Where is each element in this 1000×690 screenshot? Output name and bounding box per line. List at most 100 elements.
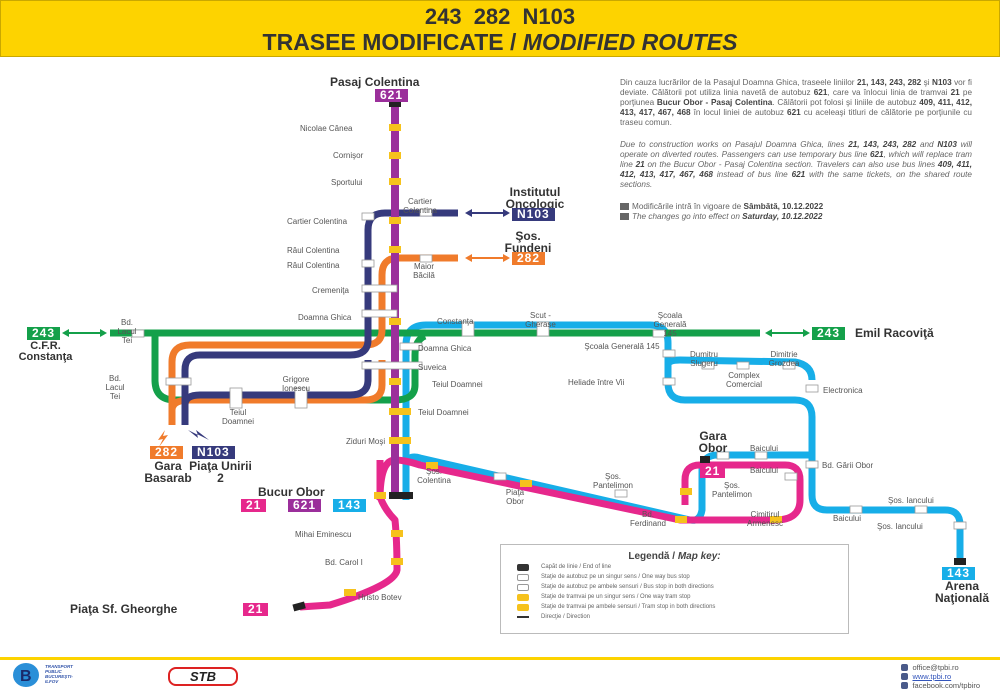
end-of-line-icon	[517, 563, 529, 571]
stop-label: Suveica	[418, 363, 447, 372]
legend-item: Staţie de autobuz pe un singur sens / On…	[517, 572, 848, 582]
stop-label: Sportului	[331, 178, 363, 187]
stop-label: Bd. Lacul Tei	[105, 374, 125, 401]
stop-label: Şos. Pantelimon	[711, 481, 753, 499]
terminal-piata-sf-gheorghe: Piaţa Sf. Gheorghe	[70, 602, 178, 616]
badge-21-sf-gheorghe: 21	[243, 603, 269, 616]
stop-label: Şcoala Generală 145	[653, 311, 687, 338]
page-header: 243 282 N103 TRASEE MODIFICATE / MODIFIE…	[0, 0, 1000, 57]
stop-label: Cremeniţa	[312, 286, 349, 295]
info-panel: Din cauza lucrărilor de la Pasajul Doamn…	[620, 78, 972, 222]
calendar-icon	[620, 203, 629, 211]
terminal-pasaj-colentina: Pasaj Colentina	[330, 75, 420, 89]
badge-N103-top: N103	[512, 208, 555, 221]
tram-stop-icon	[517, 603, 529, 611]
legend-item: Staţie de autobuz pe ambele sensuri / Bu…	[517, 582, 848, 592]
stop-label: Baicului	[833, 514, 862, 523]
stop-label: Teiul Doamnei	[418, 408, 469, 417]
stop-label: Cimitirul Armenesc	[746, 510, 783, 528]
stop-label: Râul Colentina	[287, 261, 340, 270]
badge-282-right: 282	[512, 252, 546, 265]
effective-date-en: The changes go into effect on Saturday, …	[620, 212, 972, 222]
stop-label: Constanţa	[437, 317, 474, 326]
stop-label: Ziduri Moşi	[346, 437, 386, 446]
line-282-route	[168, 254, 458, 425]
route-map	[62, 100, 967, 612]
badge-143-obor: 143	[333, 499, 367, 512]
one-way-bus-stop-icon	[517, 573, 529, 581]
tpbi-logo-icon: B	[13, 663, 39, 687]
terminal-gara-basarab: Gara Basarab	[144, 459, 192, 485]
stop-label: Teiul Doamnei	[432, 380, 483, 389]
info-text-en: Due to construction works on Pasajul Doa…	[620, 140, 972, 189]
stop-label: Maior Băcilă	[413, 262, 435, 280]
end-marker-sf-gheorghe	[292, 601, 306, 612]
bus-stop-icon	[517, 583, 529, 591]
stop-label: Bd. Gării Obor	[822, 461, 874, 470]
badge-621-obor: 621	[288, 499, 322, 512]
legend-item: Staţie de tramvai pe ambele sensuri / Tr…	[517, 602, 848, 612]
stop-label: Şcoala Generală 145	[584, 342, 660, 351]
badge-282-bottom: 282	[150, 446, 184, 459]
calendar-icon	[620, 213, 629, 221]
badge-243-right: 243	[812, 327, 846, 340]
badge-21-obor: 21	[241, 499, 267, 512]
stop-label: Cornişor	[333, 151, 364, 160]
stop-label: Dumitru Slugeru	[689, 350, 718, 368]
terminal-emil-racovita: Emil Racoviţă	[855, 326, 934, 340]
terminal-gara-obor: Gara Obor	[698, 429, 728, 455]
email-link[interactable]: office@tpbi.ro	[912, 663, 959, 672]
page-title: TRASEE MODIFICATE / MODIFIED ROUTES	[262, 29, 738, 55]
stop-label: Mihai Eminescu	[295, 530, 352, 539]
stop-label: Grigore Ionescu	[281, 375, 311, 393]
stop-label: Şos. Iancului	[877, 522, 923, 531]
effective-date-ro: Modificările intră în vigoare de Sâmbătă…	[620, 202, 972, 212]
terminal-arena-nationala: Arena Naţională	[934, 579, 989, 605]
terminal-cfr-constanta: C.F.R. Constanţa	[18, 340, 73, 363]
email-icon	[901, 664, 909, 671]
footer-divider	[0, 657, 1000, 660]
stop-label: Teiul Doamnei	[221, 408, 254, 426]
website-link[interactable]: www.tpbi.ro	[912, 672, 952, 681]
stop-label: Piaţa Obor	[505, 488, 525, 506]
stop-label: Baicului	[750, 466, 779, 475]
stop-label: Complex Comercial	[725, 371, 762, 389]
facebook-icon	[901, 682, 909, 689]
end-marker-bucur-obor	[389, 492, 413, 499]
globe-icon	[901, 673, 909, 680]
legend-item: Capăt de linie / End of line	[517, 562, 848, 572]
stop-label: Nicolae Cânea	[300, 124, 353, 133]
stop-label: Râul Colentina	[287, 246, 340, 255]
terminal-piata-unirii: Piaţa Unirii 2	[189, 459, 252, 485]
stop-label: Şos. Colentina	[417, 467, 451, 485]
stop-label: Şos. Pantelimon	[592, 472, 634, 490]
stop-label: Doamna Ghica	[298, 313, 352, 322]
legend-title: Legendă / Map key:	[628, 551, 721, 562]
stop-label: Cartier Colentina	[403, 197, 437, 215]
terminal-sos-fundeni: Şos. Fundeni	[504, 229, 552, 255]
stop-label: Bd. Carol I	[325, 558, 363, 567]
badge-N103-bottom: N103	[192, 446, 235, 459]
stop-label: Cartier Colentina	[287, 217, 348, 226]
legend-item: Staţie de tramvai pe un singur sens / On…	[517, 592, 848, 602]
affected-lines: 243 282 N103	[424, 4, 576, 29]
stop-label: Dimitrie Grozdea	[768, 350, 800, 368]
stop-label: Heliade între Vii	[568, 378, 625, 387]
stop-label: Bd. Ferdinand	[629, 510, 667, 528]
legend-item: Direcţie / Direction	[517, 612, 848, 622]
direction-arrow-icon	[517, 616, 529, 618]
stop-label: Scut - Gherase	[525, 311, 556, 329]
contact-info: office@tpbi.ro www.tpbi.ro facebook.com/…	[901, 663, 980, 690]
info-text-ro: Din cauza lucrărilor de la Pasajul Doamn…	[620, 78, 973, 127]
stop-label: Doamna Ghica	[418, 344, 472, 353]
facebook-link[interactable]: facebook.com/tpbiro	[912, 681, 980, 690]
end-marker-arena	[954, 558, 966, 565]
stop-label: Electronica	[823, 386, 863, 395]
one-way-tram-stop-icon	[517, 593, 529, 601]
terminal-bucur-obor: Bucur Obor	[258, 485, 325, 499]
terminal-institutul-oncologic: Institutul Oncologic	[505, 185, 565, 211]
stop-label: Hristo Botev	[358, 593, 402, 602]
svg-text:B: B	[20, 668, 32, 685]
